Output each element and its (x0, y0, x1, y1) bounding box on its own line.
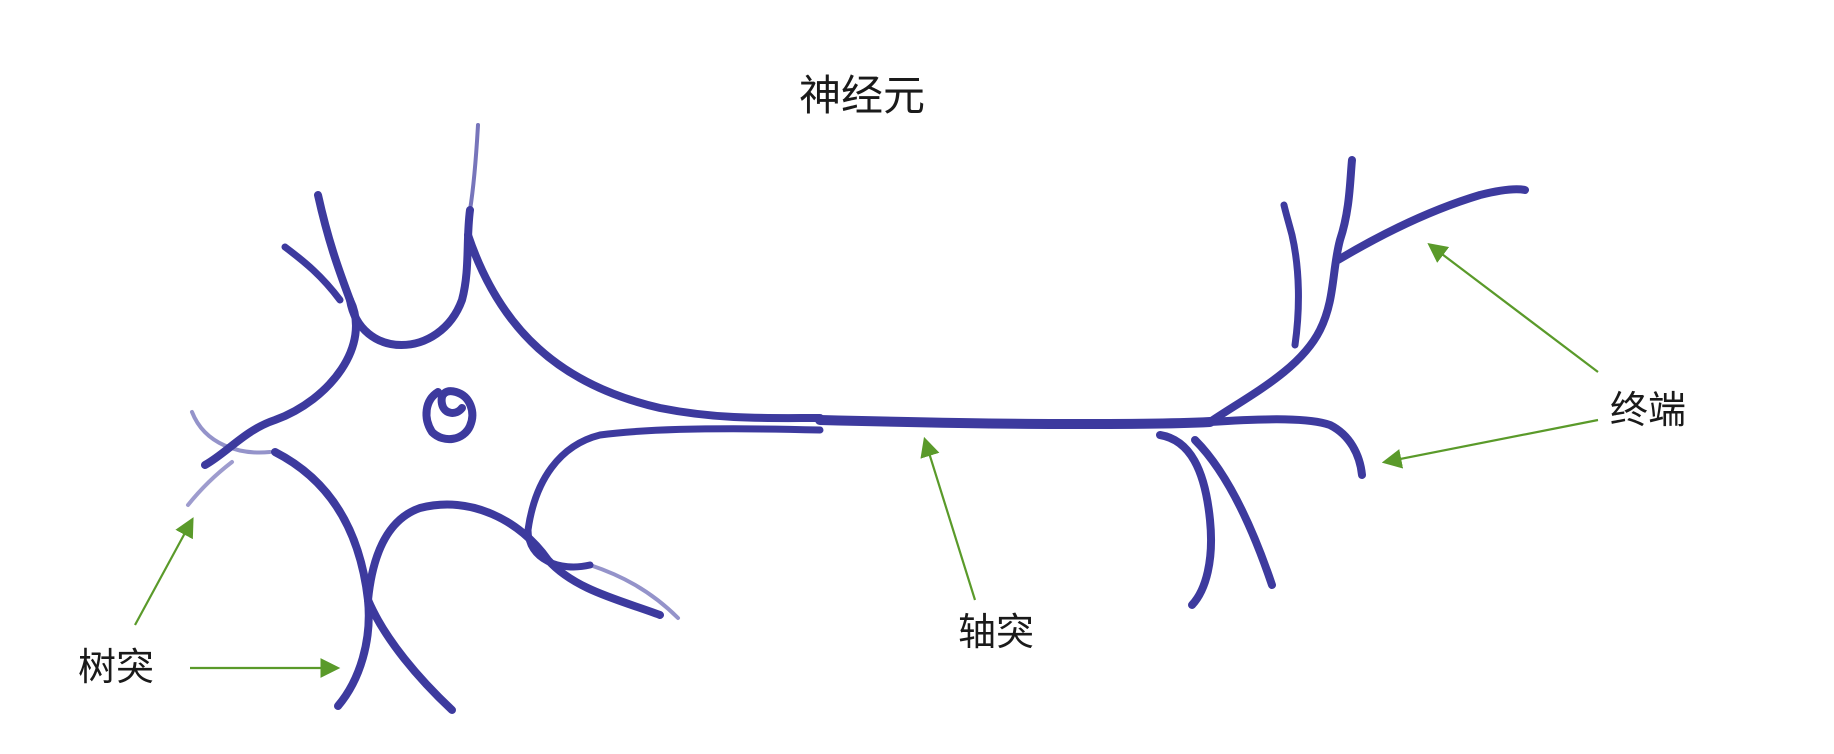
dendrite-left-lower (186, 460, 234, 507)
arrow-terminal-upper (1427, 243, 1599, 373)
label-dendrite: 树突 (78, 645, 154, 689)
axon-shaft (815, 415, 1215, 429)
cell-body-top (346, 206, 474, 349)
dendrite-lower-fuzzy (588, 563, 680, 620)
label-axon: 轴突 (958, 610, 1034, 654)
terminal-lower-left (1156, 431, 1216, 609)
arrow-dendrite-upper (134, 517, 194, 626)
terminal-middle-right (1206, 415, 1366, 479)
label-terminal: 终端 (1610, 388, 1686, 432)
cell-body-upper-edge (464, 231, 824, 423)
terminal-upper-branch (1206, 156, 1356, 426)
neuron-illustration (186, 123, 1529, 714)
arrow-terminal-lower (1381, 418, 1599, 469)
dendrite-lower-middle-end (364, 596, 456, 714)
arrow-axon (920, 436, 977, 601)
dendrite-left (190, 410, 272, 455)
nucleus (422, 387, 477, 444)
diagram-title: 神经元 (799, 71, 925, 120)
dendrite-top (468, 123, 480, 212)
cell-body-lower-edge (524, 425, 824, 571)
terminal-top-right (1334, 185, 1529, 264)
terminal-upper-short (1280, 201, 1302, 349)
dendrite-upper-left (201, 191, 360, 469)
dendrite-upper-left-branch (281, 243, 344, 304)
terminal-lower-right (1191, 436, 1276, 589)
pointer-arrows (134, 243, 1599, 678)
dendrite-lower-middle (364, 500, 664, 619)
